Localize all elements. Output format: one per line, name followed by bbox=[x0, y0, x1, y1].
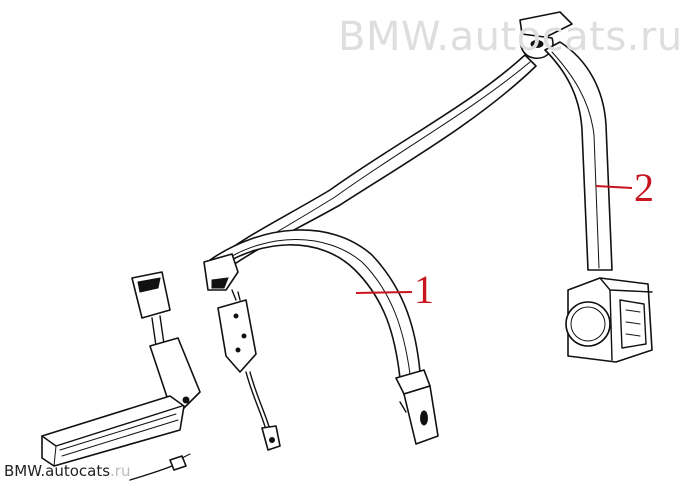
warning-switch-wire bbox=[129, 453, 191, 481]
footer-watermark: BMW.autocats.ru bbox=[4, 462, 130, 480]
pillar-anchor bbox=[519, 11, 573, 60]
retractor-strap bbox=[544, 41, 613, 271]
watermark: BMW.autocats.ru bbox=[338, 14, 683, 60]
callout-label-2: 2 bbox=[634, 165, 654, 210]
callout-label-1: 1 bbox=[414, 267, 434, 312]
retractor bbox=[565, 277, 653, 363]
callout-2-leader bbox=[595, 185, 633, 189]
buckle-bracket bbox=[41, 395, 185, 467]
callout-1-leader bbox=[355, 291, 413, 294]
footer-brand: BMW. bbox=[4, 462, 46, 480]
belt-tongue bbox=[203, 253, 239, 291]
lap-anchor-plate bbox=[395, 369, 439, 445]
footer-tld: .ru bbox=[110, 462, 131, 480]
footer-site: autocats bbox=[45, 462, 111, 480]
seat-buckle bbox=[131, 271, 201, 411]
buckle-cable-assembly bbox=[217, 289, 281, 451]
